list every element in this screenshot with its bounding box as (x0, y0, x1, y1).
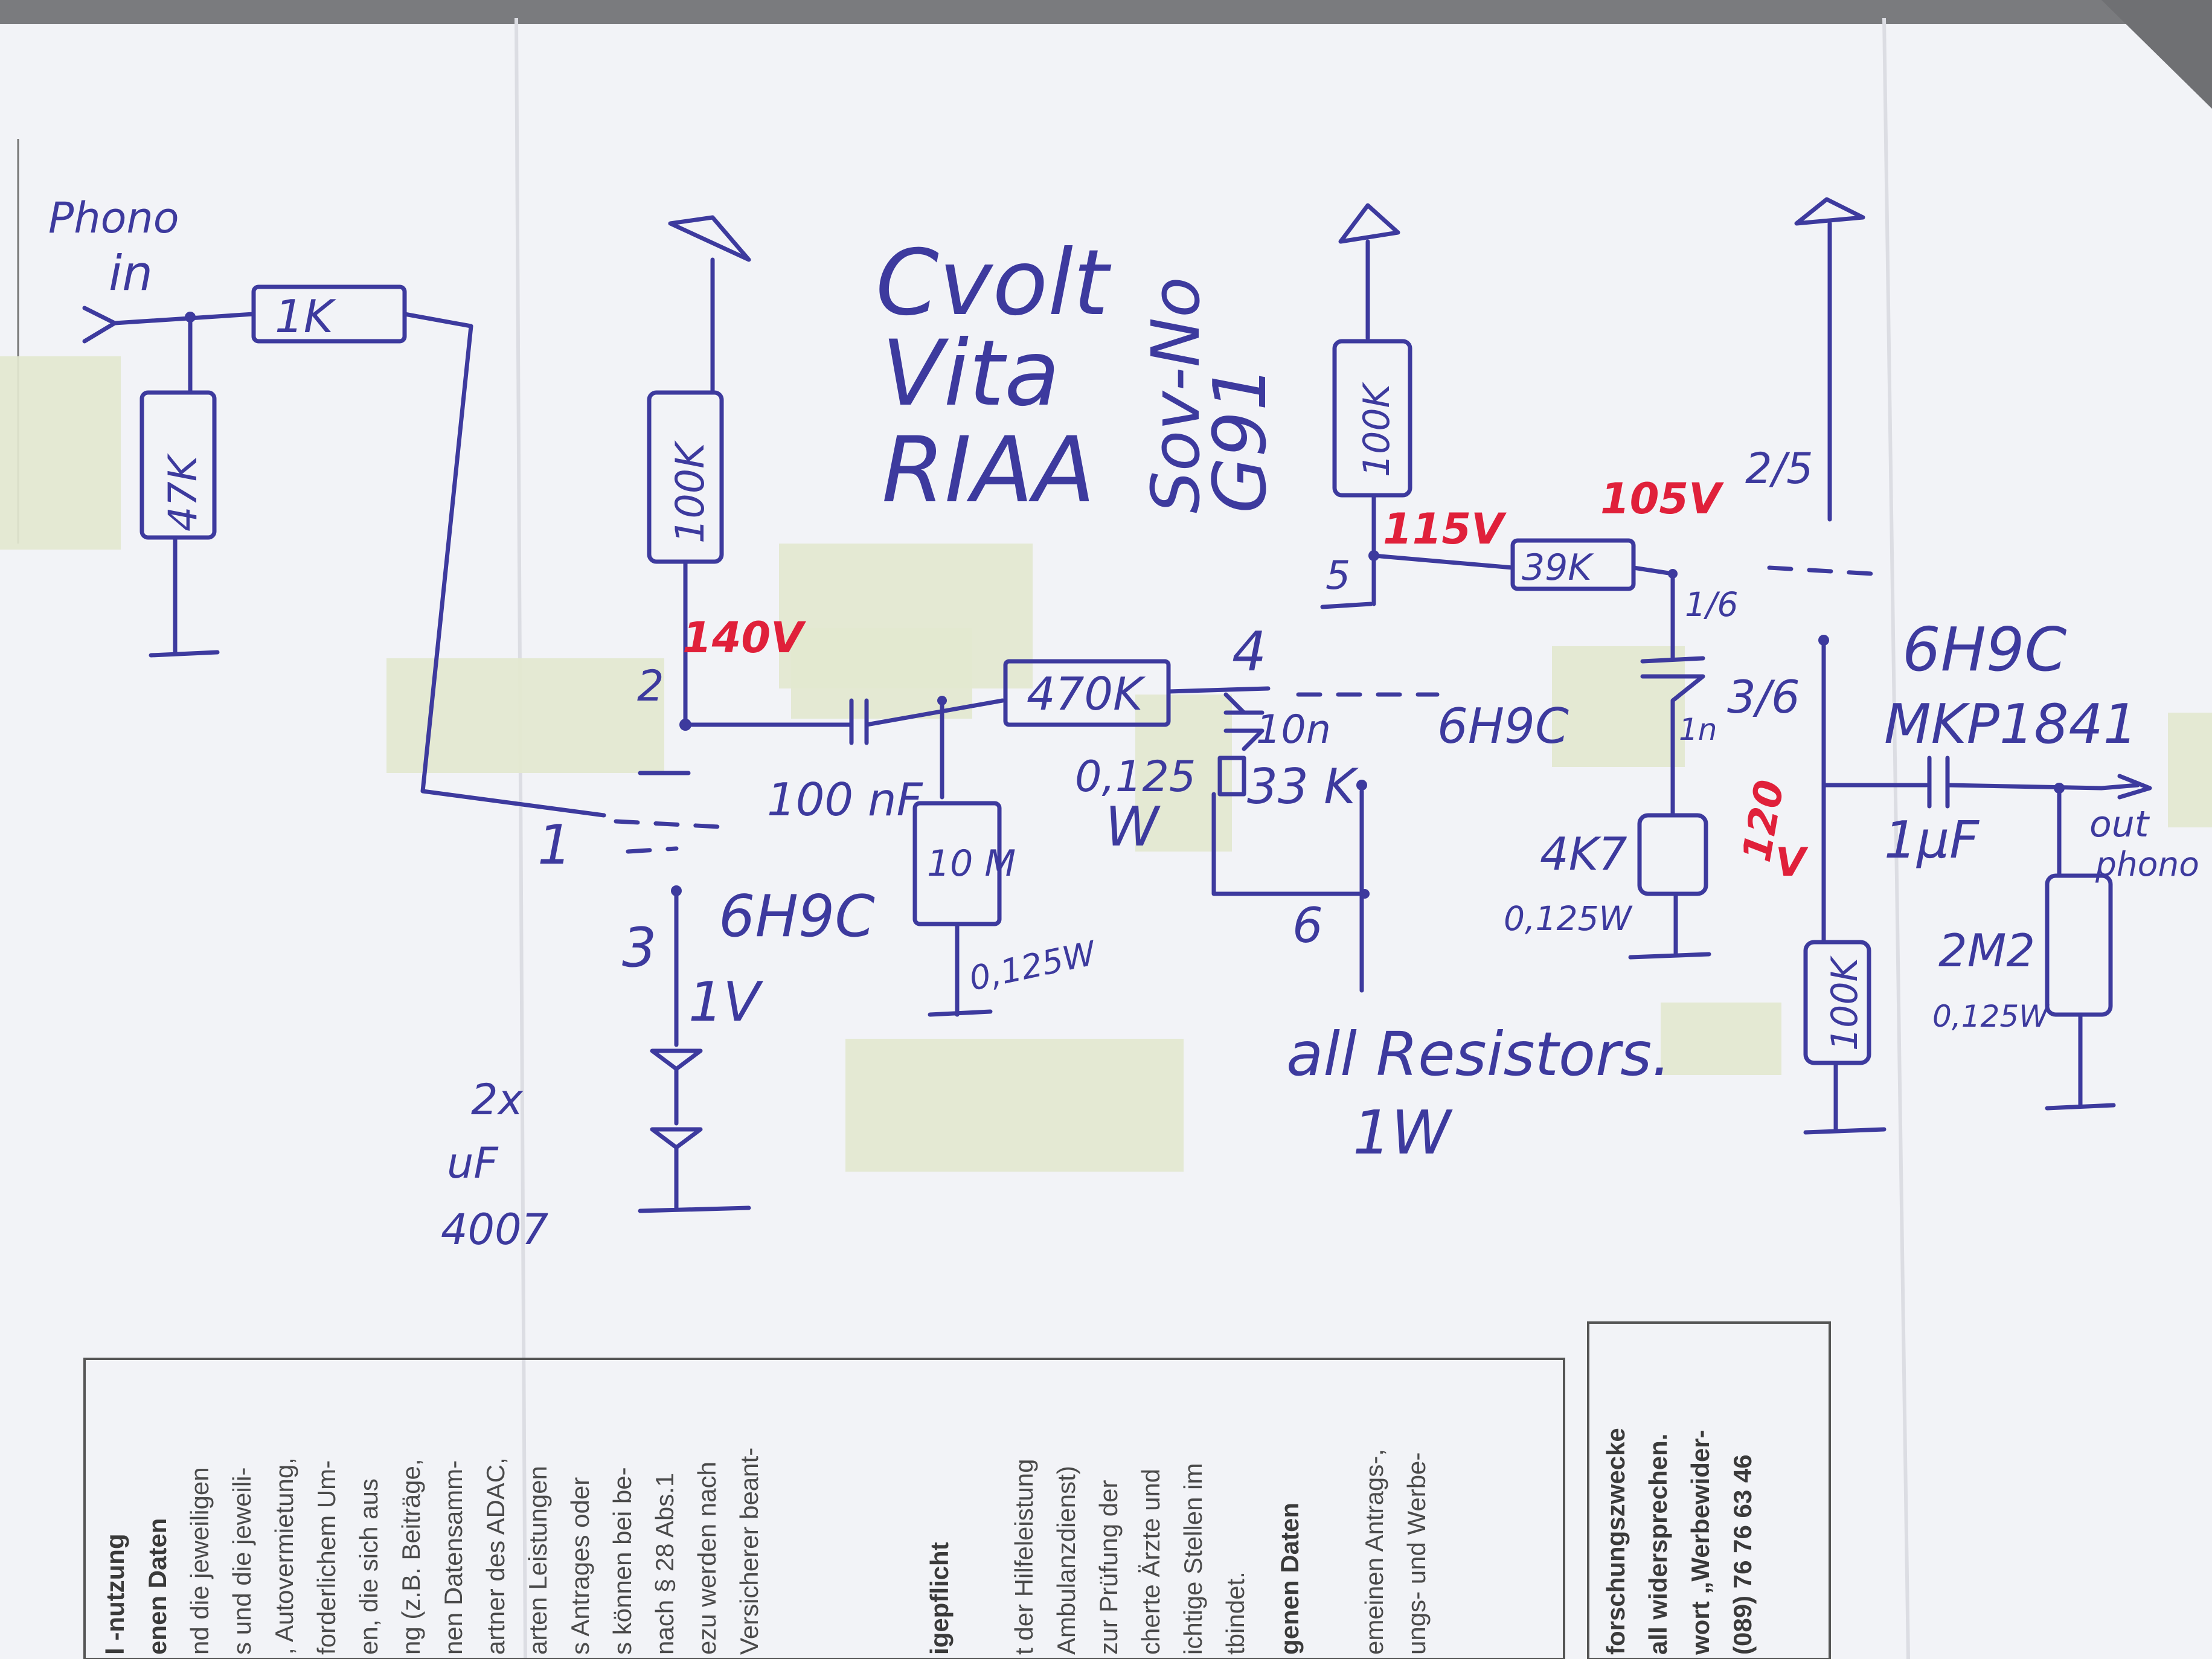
col2-line-7: tbindet. (1221, 1571, 1249, 1655)
col1-line-8: ng (z.B. Beiträge, (397, 1459, 425, 1655)
pin-3: 3 (622, 916, 656, 980)
col1-line-14: nach § 28 Abs.1 (650, 1473, 679, 1655)
printed-form: l -nutzung enen Daten nd die jeweiligen … (83, 1321, 1831, 1659)
res-39k: 39K (1522, 547, 1594, 589)
form-box-1 (83, 1358, 1565, 1659)
col1-line-12: s Antrages oder (566, 1477, 594, 1655)
col1-line-15: ezu werden nach (693, 1462, 721, 1655)
res-470k: 470K (1027, 667, 1146, 720)
col2-line-6: ichtige Stellen im (1179, 1463, 1207, 1655)
cap-1uf: 1µF (1884, 810, 1980, 870)
col1-line-7: en, die sich aus (354, 1478, 383, 1655)
res-10m: 10 M (927, 842, 1016, 885)
col1-line-5: , Autovermietung, (270, 1457, 298, 1655)
power-2m2: 0,125W (1932, 999, 2050, 1034)
res-100k-2: 100K (1356, 381, 1398, 477)
tube-6h9c-1: 6H9C (719, 884, 875, 950)
pin-1: 1 (537, 813, 572, 877)
res-100k-3: 100K (1824, 955, 1866, 1051)
col1-line-2: enen Daten (143, 1518, 172, 1655)
pin-3-6: 3/6 (1727, 670, 1800, 724)
pin-2-5: 2/5 (1745, 444, 1813, 493)
input-label-1: Phono (48, 193, 179, 243)
paper-corner (2101, 0, 2212, 109)
pin-1-6: 1/6 (1685, 585, 1739, 624)
cap-1n: 1n (1679, 712, 1717, 747)
output-label-1: out (2089, 803, 2150, 846)
res-47k: 47K (161, 453, 206, 531)
tube-6h9c-3: 6H9C (1902, 614, 2066, 685)
diodes-line-2: uF (447, 1138, 499, 1188)
input-label-2: in (109, 245, 153, 301)
cap-10n: 10n (1256, 707, 1331, 752)
pin-4: 4 (1232, 620, 1266, 684)
note-line-2: 1W (1353, 1097, 1453, 1168)
col2-line-1: igepflicht (925, 1542, 954, 1655)
res-1k: 1K (275, 290, 337, 343)
col3-line-3: wort „Werbewider- (1686, 1430, 1714, 1655)
col3-line-2: all widersprechen. (1644, 1434, 1672, 1655)
title-line-2: Vita (882, 321, 1060, 426)
cap-100nf: 100 nF (767, 773, 924, 826)
col2-line-10: ungs- und Werbe- (1402, 1452, 1431, 1655)
res-100k-1: 100K (668, 440, 713, 544)
col2-line-3: Ambulanzdienst) (1052, 1466, 1080, 1655)
voltage-115v: 115V (1383, 504, 1507, 554)
tube-note-1: Sov-No (1137, 277, 1214, 514)
cap-mkp1841: MKP1841 (1884, 693, 2138, 756)
res-2m2: 2M2 (1938, 924, 2035, 977)
diodes-line-3: 4007 (441, 1205, 548, 1254)
power-w: W (1105, 795, 1161, 859)
note-line-1: all Resistors. (1286, 1019, 1671, 1089)
col1-line-3: nd die jeweiligen (185, 1467, 214, 1655)
voltage-1v: 1V (688, 971, 763, 1034)
res-4k7: 4K7 (1540, 827, 1627, 881)
col2-line-5: cherte Ärzte und (1136, 1469, 1165, 1655)
col1-line-1: l -nutzung (101, 1533, 129, 1655)
col1-line-11: arten Leistungen (524, 1466, 552, 1655)
col3-line-1: forschungszwecke (1601, 1428, 1630, 1655)
title-line-3: RIAA (882, 418, 1095, 523)
diagram-labels: Cvolt Vita RIAA Sov-No G91 Phono in out … (48, 193, 2199, 1254)
power-4k7: 0,125W (1504, 899, 1633, 938)
col1-line-6: forderlichem Um- (312, 1460, 341, 1655)
paper-fold-2 (1882, 18, 1910, 1659)
col1-line-13: s können bei be- (608, 1467, 636, 1655)
paper-background (0, 18, 2212, 1659)
col1-line-4: s und die jeweili- (228, 1468, 256, 1655)
col2-line-8: genen Daten (1275, 1503, 1304, 1655)
paper-shadow (0, 0, 2212, 24)
pin-6: 6 (1292, 897, 1323, 954)
col1-line-10: artner des ADAC, (481, 1457, 510, 1655)
tube-6h9c-2: 6H9C (1437, 698, 1569, 754)
pin-2: 2 (637, 661, 664, 711)
paper-fold-1 (515, 18, 527, 1659)
col1-line-9: nen Datensamm- (439, 1460, 467, 1655)
title-line-1: Cvolt (876, 231, 1112, 336)
col1-line-16: Versicherer beant- (735, 1448, 763, 1655)
pin-5: 5 (1326, 553, 1350, 598)
tube-note-2: G91 (1199, 365, 1283, 513)
col2-line-9: emeinen Antrags-, (1360, 1449, 1388, 1655)
voltage-120-unit: V (1775, 840, 1809, 885)
power-0125: 0,125 (1075, 752, 1196, 801)
res-33k: 33 K (1247, 759, 1359, 815)
form-box-2 (1587, 1321, 1831, 1659)
circuit-wiring (82, 197, 2152, 1213)
voltage-105v: 105V (1600, 474, 1724, 524)
diodes-line-1: 2x (471, 1075, 524, 1125)
col2-line-4: zur Prüfung der (1094, 1480, 1123, 1655)
output-label-2: phono (2095, 845, 2199, 884)
col3-line-4: (089) 76 76 63 46 (1728, 1454, 1757, 1655)
voltage-140v: 140V (682, 613, 806, 663)
col2-line-2: t der Hilfeleistung (1010, 1459, 1038, 1655)
